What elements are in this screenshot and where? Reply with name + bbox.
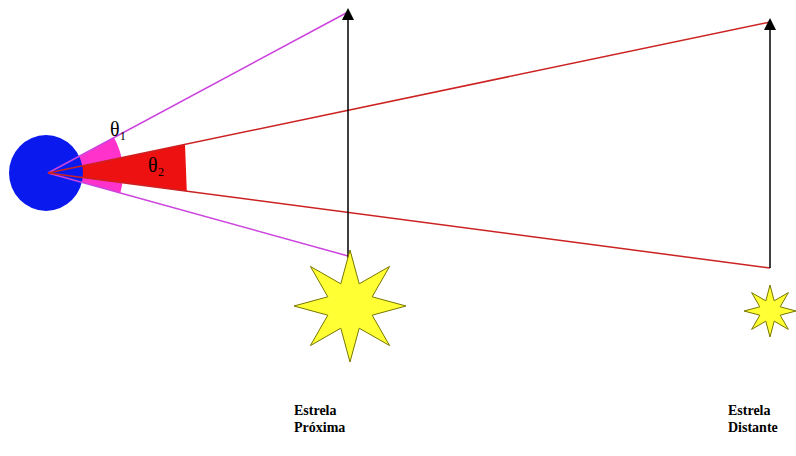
sight-line	[48, 12, 348, 173]
arrowhead	[342, 8, 354, 20]
observer-globe	[9, 135, 83, 211]
size-arrow	[347, 18, 349, 258]
arrowhead	[764, 18, 776, 30]
angle-label: θ₂	[148, 154, 165, 177]
angle-label: θ₁	[110, 118, 127, 141]
size-arrow	[769, 28, 771, 268]
star-label: Estrela Distante	[728, 402, 792, 436]
sight-line	[48, 173, 348, 256]
sight-line	[48, 22, 770, 173]
sight-line	[48, 173, 770, 268]
far-star	[744, 285, 796, 337]
near-star	[294, 250, 406, 362]
star-label: Estrela Próxima	[294, 402, 372, 436]
